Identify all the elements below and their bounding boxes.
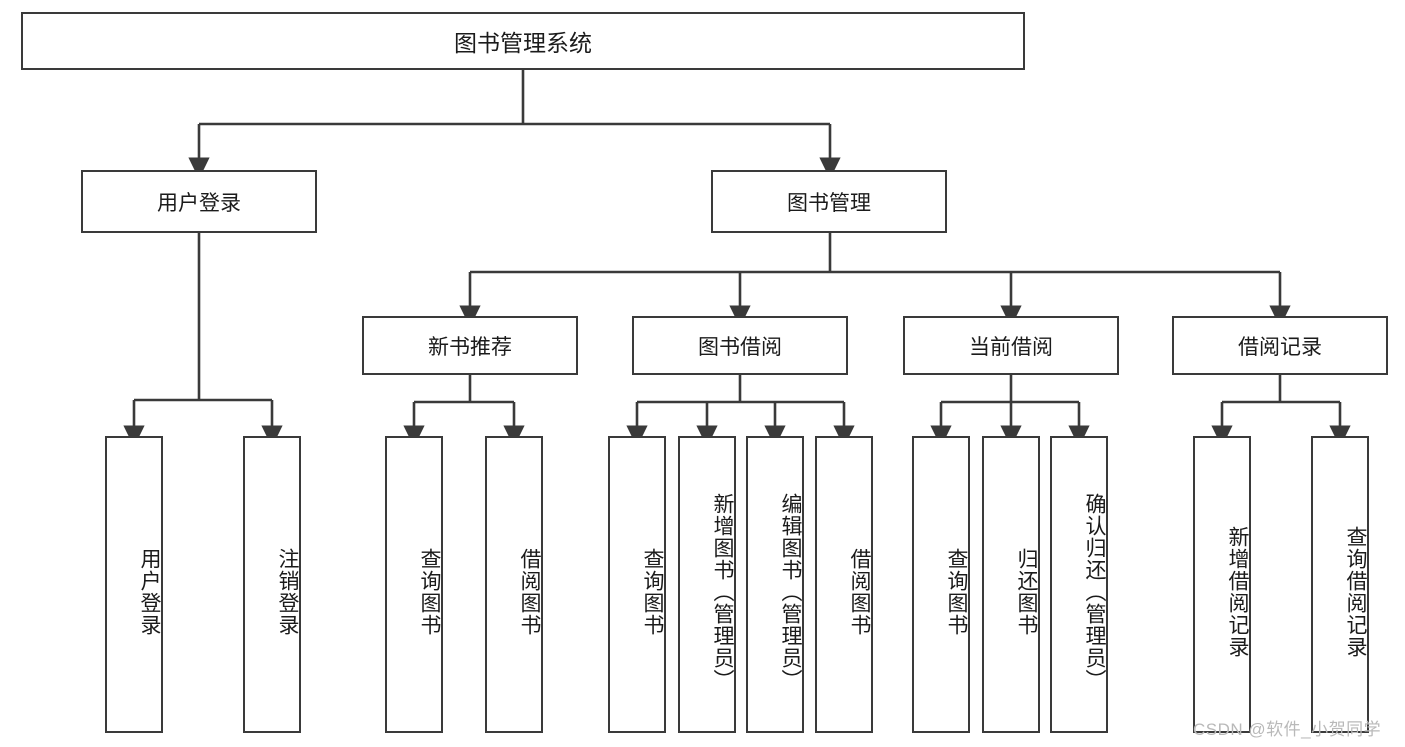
- node-book-borrow[interactable]: 图书借阅: [632, 316, 848, 375]
- node-root-system[interactable]: 图书管理系统: [21, 12, 1025, 70]
- leaf-current-confirm-return-admin[interactable]: 确认归还（管理员）: [1050, 436, 1108, 733]
- node-user-login[interactable]: 用户登录: [81, 170, 317, 233]
- leaf-current-query-book[interactable]: 查询图书: [912, 436, 970, 733]
- leaf-user-login-signin[interactable]: 用户登录: [105, 436, 163, 733]
- node-borrow-record[interactable]: 借阅记录: [1172, 316, 1388, 375]
- csdn-watermark: CSDN @软件_小贺同学: [1193, 720, 1382, 739]
- leaf-record-query-record[interactable]: 查询借阅记录: [1311, 436, 1369, 733]
- leaf-new-book-borrow[interactable]: 借阅图书: [485, 436, 543, 733]
- leaf-new-book-query[interactable]: 查询图书: [385, 436, 443, 733]
- node-current-borrow[interactable]: 当前借阅: [903, 316, 1119, 375]
- leaf-borrow-add-book-admin[interactable]: 新增图书（管理员）: [678, 436, 736, 733]
- leaf-current-return-book[interactable]: 归还图书: [982, 436, 1040, 733]
- leaf-user-login-signout[interactable]: 注销登录: [243, 436, 301, 733]
- leaf-borrow-query-book[interactable]: 查询图书: [608, 436, 666, 733]
- leaf-record-add-record[interactable]: 新增借阅记录: [1193, 436, 1251, 733]
- node-new-book-recommend[interactable]: 新书推荐: [362, 316, 578, 375]
- leaf-borrow-borrow-book[interactable]: 借阅图书: [815, 436, 873, 733]
- node-book-management[interactable]: 图书管理: [711, 170, 947, 233]
- leaf-borrow-edit-book-admin[interactable]: 编辑图书（管理员）: [746, 436, 804, 733]
